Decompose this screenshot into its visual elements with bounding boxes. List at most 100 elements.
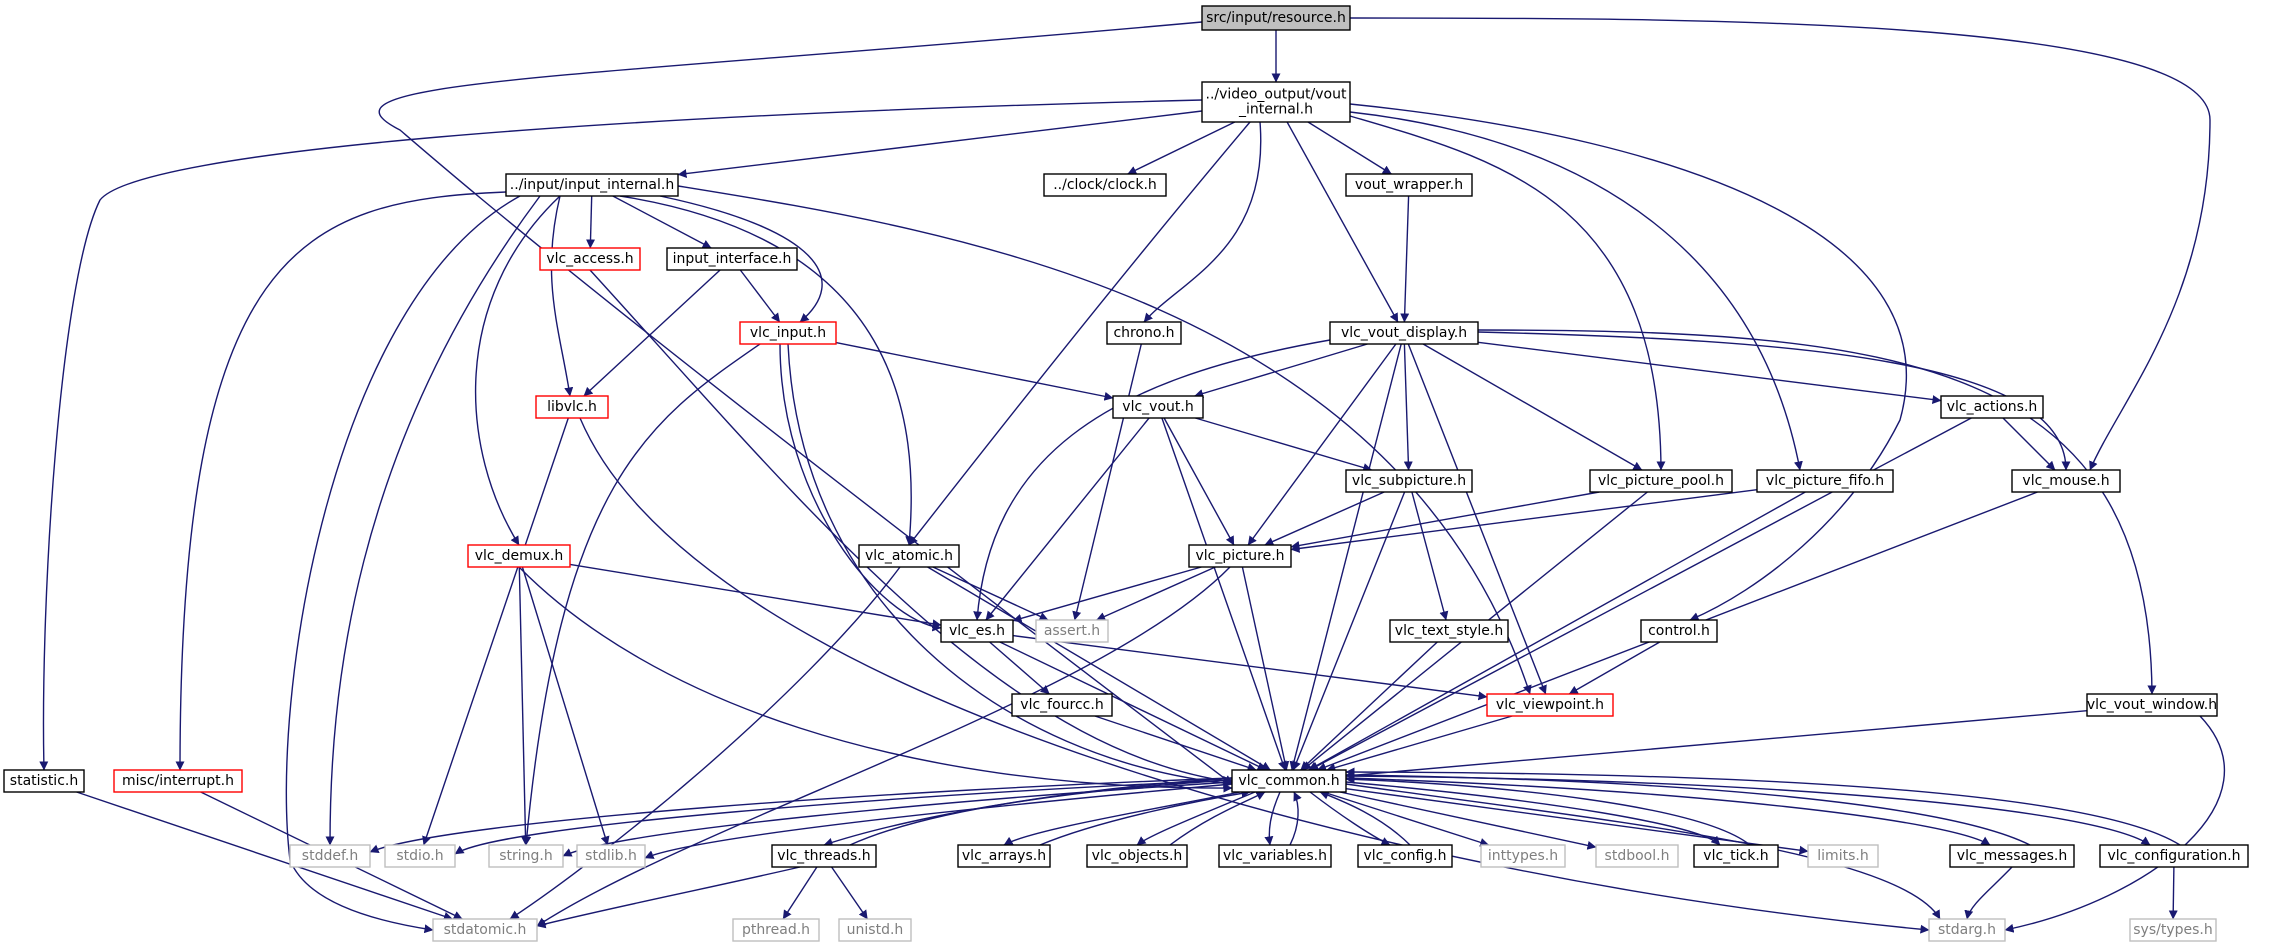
edge-libvlc-to-stdarg — [579, 417, 1930, 934]
node-vlc-configuration[interactable]: vlc_configuration.h — [2099, 844, 2249, 868]
node-input-internal[interactable]: ../input/input_internal.h — [505, 173, 679, 197]
node-limits: limits.h — [1807, 844, 1879, 868]
node-vlc-picture-fifo[interactable]: vlc_picture_fifo.h — [1756, 469, 1894, 493]
node-vout-wrapper[interactable]: vout_wrapper.h — [1345, 173, 1473, 197]
node-vlc-mouse[interactable]: vlc_mouse.h — [2011, 469, 2121, 493]
node-statistic[interactable]: statistic.h — [3, 769, 85, 793]
edge-line — [422, 417, 569, 846]
node-control[interactable]: control.h — [1640, 619, 1718, 643]
node-vlc-arrays[interactable]: vlc_arrays.h — [957, 844, 1051, 868]
edge-line — [1163, 417, 1235, 546]
node-resource[interactable]: src/input/resource.h — [1201, 5, 1351, 31]
node-vlc-input[interactable]: vlc_input.h — [739, 321, 837, 345]
edge-line — [612, 195, 712, 249]
node-vout-internal[interactable]: ../video_output/vout_internal.h — [1201, 81, 1351, 123]
node-box — [535, 395, 609, 419]
node-input-interface[interactable]: input_interface.h — [666, 247, 798, 271]
edge-line — [1169, 791, 1266, 846]
node-vlc-config[interactable]: vlc_config.h — [1357, 844, 1453, 868]
node-vlc-text-style[interactable]: vlc_text_style.h — [1389, 619, 1509, 643]
edge-vlc_subpicture-to-vlc_common — [1292, 491, 1406, 771]
edge-line — [1349, 115, 1666, 471]
node-vlc-vout[interactable]: vlc_vout.h — [1112, 395, 1204, 419]
edge-vlc_vout-to-vlc_picture — [1163, 417, 1235, 546]
edge-input_internal-to-libvlc — [550, 195, 574, 397]
node-label: vlc_vout_window.h — [2087, 697, 2217, 713]
edge-line — [1477, 329, 2157, 695]
node-vlc-access[interactable]: vlc_access.h — [539, 247, 641, 271]
edge-vlc_vout_display-to-vlc_picture_pool — [1422, 343, 1643, 471]
edge-vlc_common-to-vlc_config — [1309, 791, 1391, 846]
edge-vlc_vout_display-to-vlc_viewpoint — [1407, 343, 1547, 695]
edge-line — [1568, 641, 1661, 695]
edge-line — [1345, 783, 1941, 920]
node-vlc-vout-display[interactable]: vlc_vout_display.h — [1329, 321, 1479, 345]
edge-vlc_demux-to-stdlib — [521, 566, 610, 846]
edge-vlc_threads-to-pthread — [782, 866, 818, 920]
edge-line — [1264, 491, 1385, 546]
node-vlc-actions[interactable]: vlc_actions.h — [1940, 395, 2044, 419]
edge-resource-to-vlc_mouse — [1349, 17, 2211, 471]
node-vlc-variables[interactable]: vlc_variables.h — [1218, 844, 1332, 868]
edge-input_internal-to-vlc_demux — [475, 195, 561, 546]
node-vlc-fourcc[interactable]: vlc_fourcc.h — [1011, 693, 1113, 717]
edge-line — [1307, 121, 1392, 175]
node-label: ../input/input_internal.h — [510, 177, 674, 193]
node-box — [1480, 844, 1566, 868]
node-vlc-subpicture[interactable]: vlc_subpicture.h — [1345, 469, 1473, 493]
node-label: vlc_variables.h — [1223, 848, 1327, 864]
node-chrono[interactable]: chrono.h — [1106, 321, 1182, 345]
node-vlc-demux[interactable]: vlc_demux.h — [467, 544, 571, 568]
edge-line — [579, 417, 1930, 934]
edge-vlc_common-to-vlc_variables — [1264, 791, 1281, 846]
node-label: vlc_es.h — [949, 623, 1005, 639]
node-vlc-picture-pool[interactable]: vlc_picture_pool.h — [1589, 469, 1733, 493]
node-vlc-tick[interactable]: vlc_tick.h — [1693, 844, 1779, 868]
edge-line — [835, 341, 1114, 401]
node-box — [539, 247, 641, 271]
edge-vlc_es-to-vlc_fourcc — [989, 641, 1050, 695]
node-libvlc[interactable]: libvlc.h — [535, 395, 609, 419]
edge-line — [586, 195, 596, 249]
node-box — [384, 844, 456, 868]
edge-line — [1422, 343, 1643, 471]
edge-line — [1286, 121, 1399, 323]
edge-vlc_vout_display-to-vlc_vout_window — [1477, 329, 2157, 695]
edge-line — [285, 195, 521, 934]
edge-line — [518, 566, 531, 846]
node-box — [467, 544, 571, 568]
node-unistd: unistd.h — [838, 918, 912, 942]
node-label: sys/types.h — [2133, 922, 2212, 938]
edge-vlc_vout_display-to-vlc_subpicture — [1403, 343, 1413, 471]
node-vlc-common[interactable]: vlc_common.h — [1231, 769, 1347, 793]
edge-line — [831, 866, 868, 920]
node-clock[interactable]: ../clock/clock.h — [1043, 173, 1167, 197]
edge-vlc_atomic-to-assert — [932, 566, 1049, 621]
edge-line — [1096, 566, 1216, 621]
edge-vlc_subpicture-to-vlc_picture — [1264, 491, 1385, 546]
edge-line — [1012, 566, 1202, 623]
node-vlc-messages[interactable]: vlc_messages.h — [1949, 844, 2075, 868]
node-label: vlc_configuration.h — [2107, 848, 2240, 864]
node-label: vlc_subpicture.h — [1352, 473, 1466, 489]
node-stdarg: stdarg.h — [1928, 918, 2006, 942]
edge-line — [1300, 641, 1438, 771]
node-misc-interrupt[interactable]: misc/interrupt.h — [113, 769, 243, 793]
edge-vlc_common-to-vlc_messages — [1345, 777, 1991, 846]
edge-vlc_input-to-vlc_es — [779, 343, 942, 632]
edge-vlc_threads-to-stdatomic — [536, 866, 801, 929]
edge-vlc_picture_fifo-to-vlc_picture — [1290, 489, 1758, 553]
edge-line — [1094, 715, 1257, 772]
edge-line — [39, 99, 1203, 771]
node-vlc-vout-window[interactable]: vlc_vout_window.h — [2086, 693, 2218, 717]
node-stdatomic: stdatomic.h — [432, 918, 538, 942]
node-vlc-viewpoint[interactable]: vlc_viewpoint.h — [1486, 693, 1614, 717]
node-label: stdatomic.h — [444, 922, 527, 938]
node-vlc-threads[interactable]: vlc_threads.h — [771, 844, 877, 868]
node-vlc-es[interactable]: vlc_es.h — [940, 619, 1014, 643]
node-vlc-picture[interactable]: vlc_picture.h — [1188, 544, 1292, 568]
node-vlc-objects[interactable]: vlc_objects.h — [1086, 844, 1188, 868]
node-box — [1389, 619, 1509, 643]
node-label: chrono.h — [1113, 325, 1174, 341]
node-vlc-atomic[interactable]: vlc_atomic.h — [858, 544, 960, 568]
